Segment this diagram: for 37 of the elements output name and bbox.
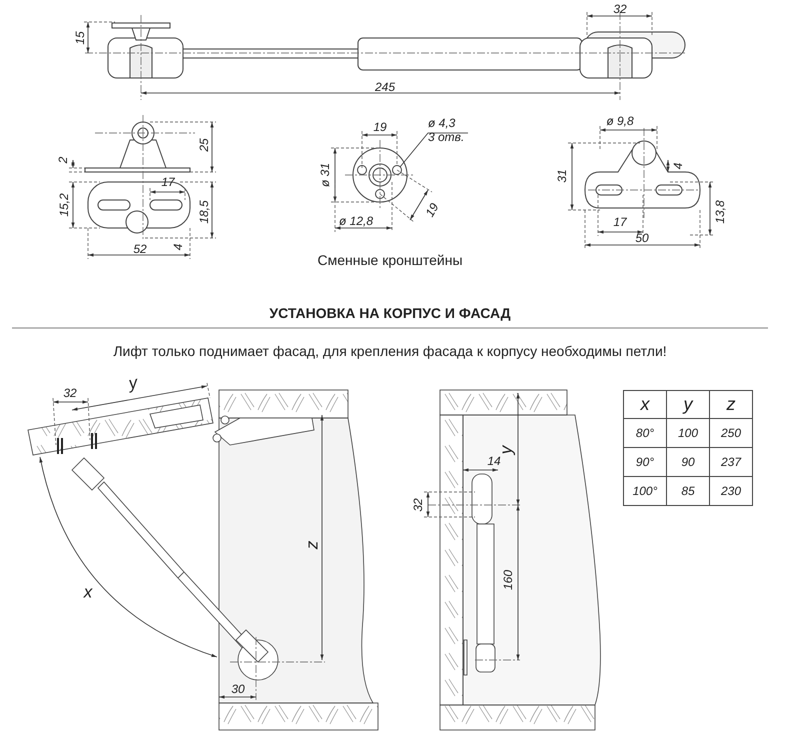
dimension-label: 13,8: [714, 200, 726, 224]
table-cell: 230: [709, 476, 753, 506]
dimension-label: 18,5: [198, 200, 210, 224]
dimension-label: ø 31: [319, 163, 331, 187]
dimension-label: 19: [423, 201, 441, 219]
dimension-label: y: [498, 446, 514, 454]
dimension-label: 32: [63, 387, 77, 399]
dimension-label: 4: [672, 162, 684, 170]
callout-label: ø 4,3 3 отв.: [428, 116, 464, 145]
dimension-label: 32: [613, 3, 627, 15]
dimension-label: x: [84, 584, 92, 600]
dimension-label: 19: [373, 121, 387, 133]
dimension-label: 17: [613, 216, 627, 228]
table-cell: z: [709, 390, 753, 419]
dimension-label: z: [304, 540, 320, 550]
dimension-label: 52: [133, 243, 147, 255]
table-cell: x: [623, 390, 667, 419]
dimension-label: 2: [57, 156, 69, 164]
dimension-label: 15: [74, 31, 86, 45]
dimension-label: 160: [502, 570, 514, 590]
dimension-label: 4: [172, 244, 184, 250]
dimension-label: 25: [198, 138, 210, 152]
dimension-label: ø 9,8: [606, 115, 634, 127]
note-text: Лифт только поднимает фасад, для крепления фасада к корпусу необходимы петли!: [113, 344, 667, 358]
dimension-label: 32: [412, 498, 424, 512]
dimension-label: y: [127, 374, 139, 392]
dimension-label: 50: [635, 232, 649, 244]
dimension-label: 30: [231, 683, 245, 695]
dimension-label: 245: [374, 81, 396, 93]
table-cell: 100°: [623, 476, 667, 506]
section-heading: УСТАНОВКА НА КОРПУС И ФАСАД: [269, 306, 511, 320]
dimension-label: 14: [487, 455, 501, 467]
dimension-label: ø 12,8: [338, 215, 374, 227]
note-text: Сменные кронштейны: [317, 253, 463, 267]
dimension-label: 31: [556, 169, 568, 183]
dimension-label: 15,2: [58, 193, 70, 217]
leader-line: [400, 132, 468, 168]
